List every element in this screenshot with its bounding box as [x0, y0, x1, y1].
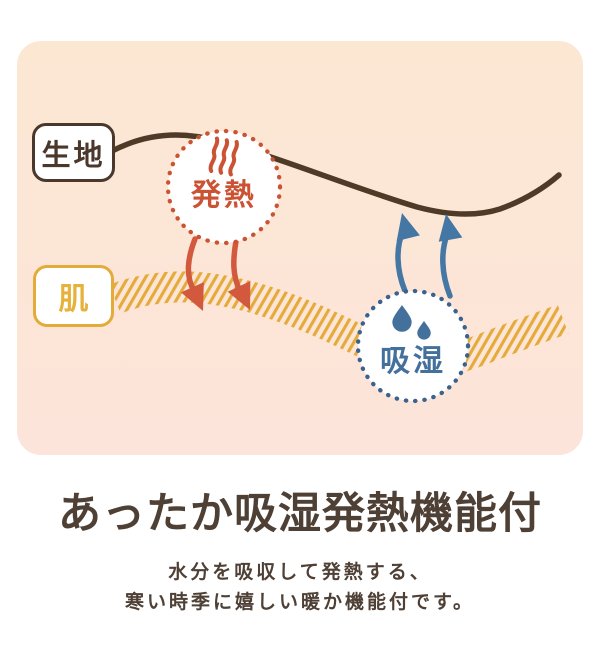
- skin-label-text: 肌: [58, 283, 89, 316]
- moisture-circle-label: 吸湿: [380, 345, 446, 378]
- heat-circle-dotted-border: [165, 128, 283, 246]
- skin-band: [109, 271, 569, 378]
- moisture-arrow-right-stem: [440, 232, 453, 299]
- caption-subtitle-line1: 水分を吸収して発熱する、: [168, 562, 432, 583]
- moisture-arrowheads: [396, 213, 463, 242]
- skin-label-tag: 肌: [33, 265, 114, 327]
- heat-arrow-right-stem: [231, 238, 243, 294]
- heat-wave-line: [208, 136, 220, 174]
- heat-arrow-left-stem: [185, 236, 198, 294]
- caption-subtitle: 水分を吸収して発熱する、 寒い時季に嬉しい暖か機能付です。: [0, 558, 600, 618]
- diagram-illustration: 発熱 吸湿: [109, 128, 569, 404]
- diagram-panel: 発熱 吸湿 生地 肌: [17, 41, 583, 455]
- heat-circle-label: 発熱: [190, 179, 257, 212]
- heat-circle: 発熱: [165, 128, 283, 246]
- heat-wave-line: [228, 139, 239, 177]
- water-drop-large: [392, 305, 412, 332]
- heat-waves-icon: [208, 136, 239, 177]
- moisture-circle: 吸湿: [355, 288, 471, 404]
- water-drop-small: [417, 321, 431, 340]
- fabric-label-text: 生地: [41, 139, 106, 172]
- heat-wave-line: [218, 138, 230, 175]
- heat-arrowheads: [181, 281, 251, 311]
- moisture-arrowhead-right-icon: [438, 214, 463, 242]
- caption-subtitle-line2: 寒い時季に嬉しい暖か機能付です。: [124, 592, 476, 613]
- fabric-line: [109, 132, 562, 217]
- heat-arrowhead-left-icon: [181, 282, 204, 311]
- moisture-circle-dotted-border: [355, 288, 471, 404]
- water-drops-icon: [392, 305, 431, 340]
- caption-title: あったか吸湿発熱機能付: [58, 490, 542, 538]
- moisture-arrowhead-left-icon: [396, 213, 420, 242]
- heat-arrowhead-right-icon: [227, 281, 251, 310]
- fabric-label-tag: 生地: [32, 123, 115, 182]
